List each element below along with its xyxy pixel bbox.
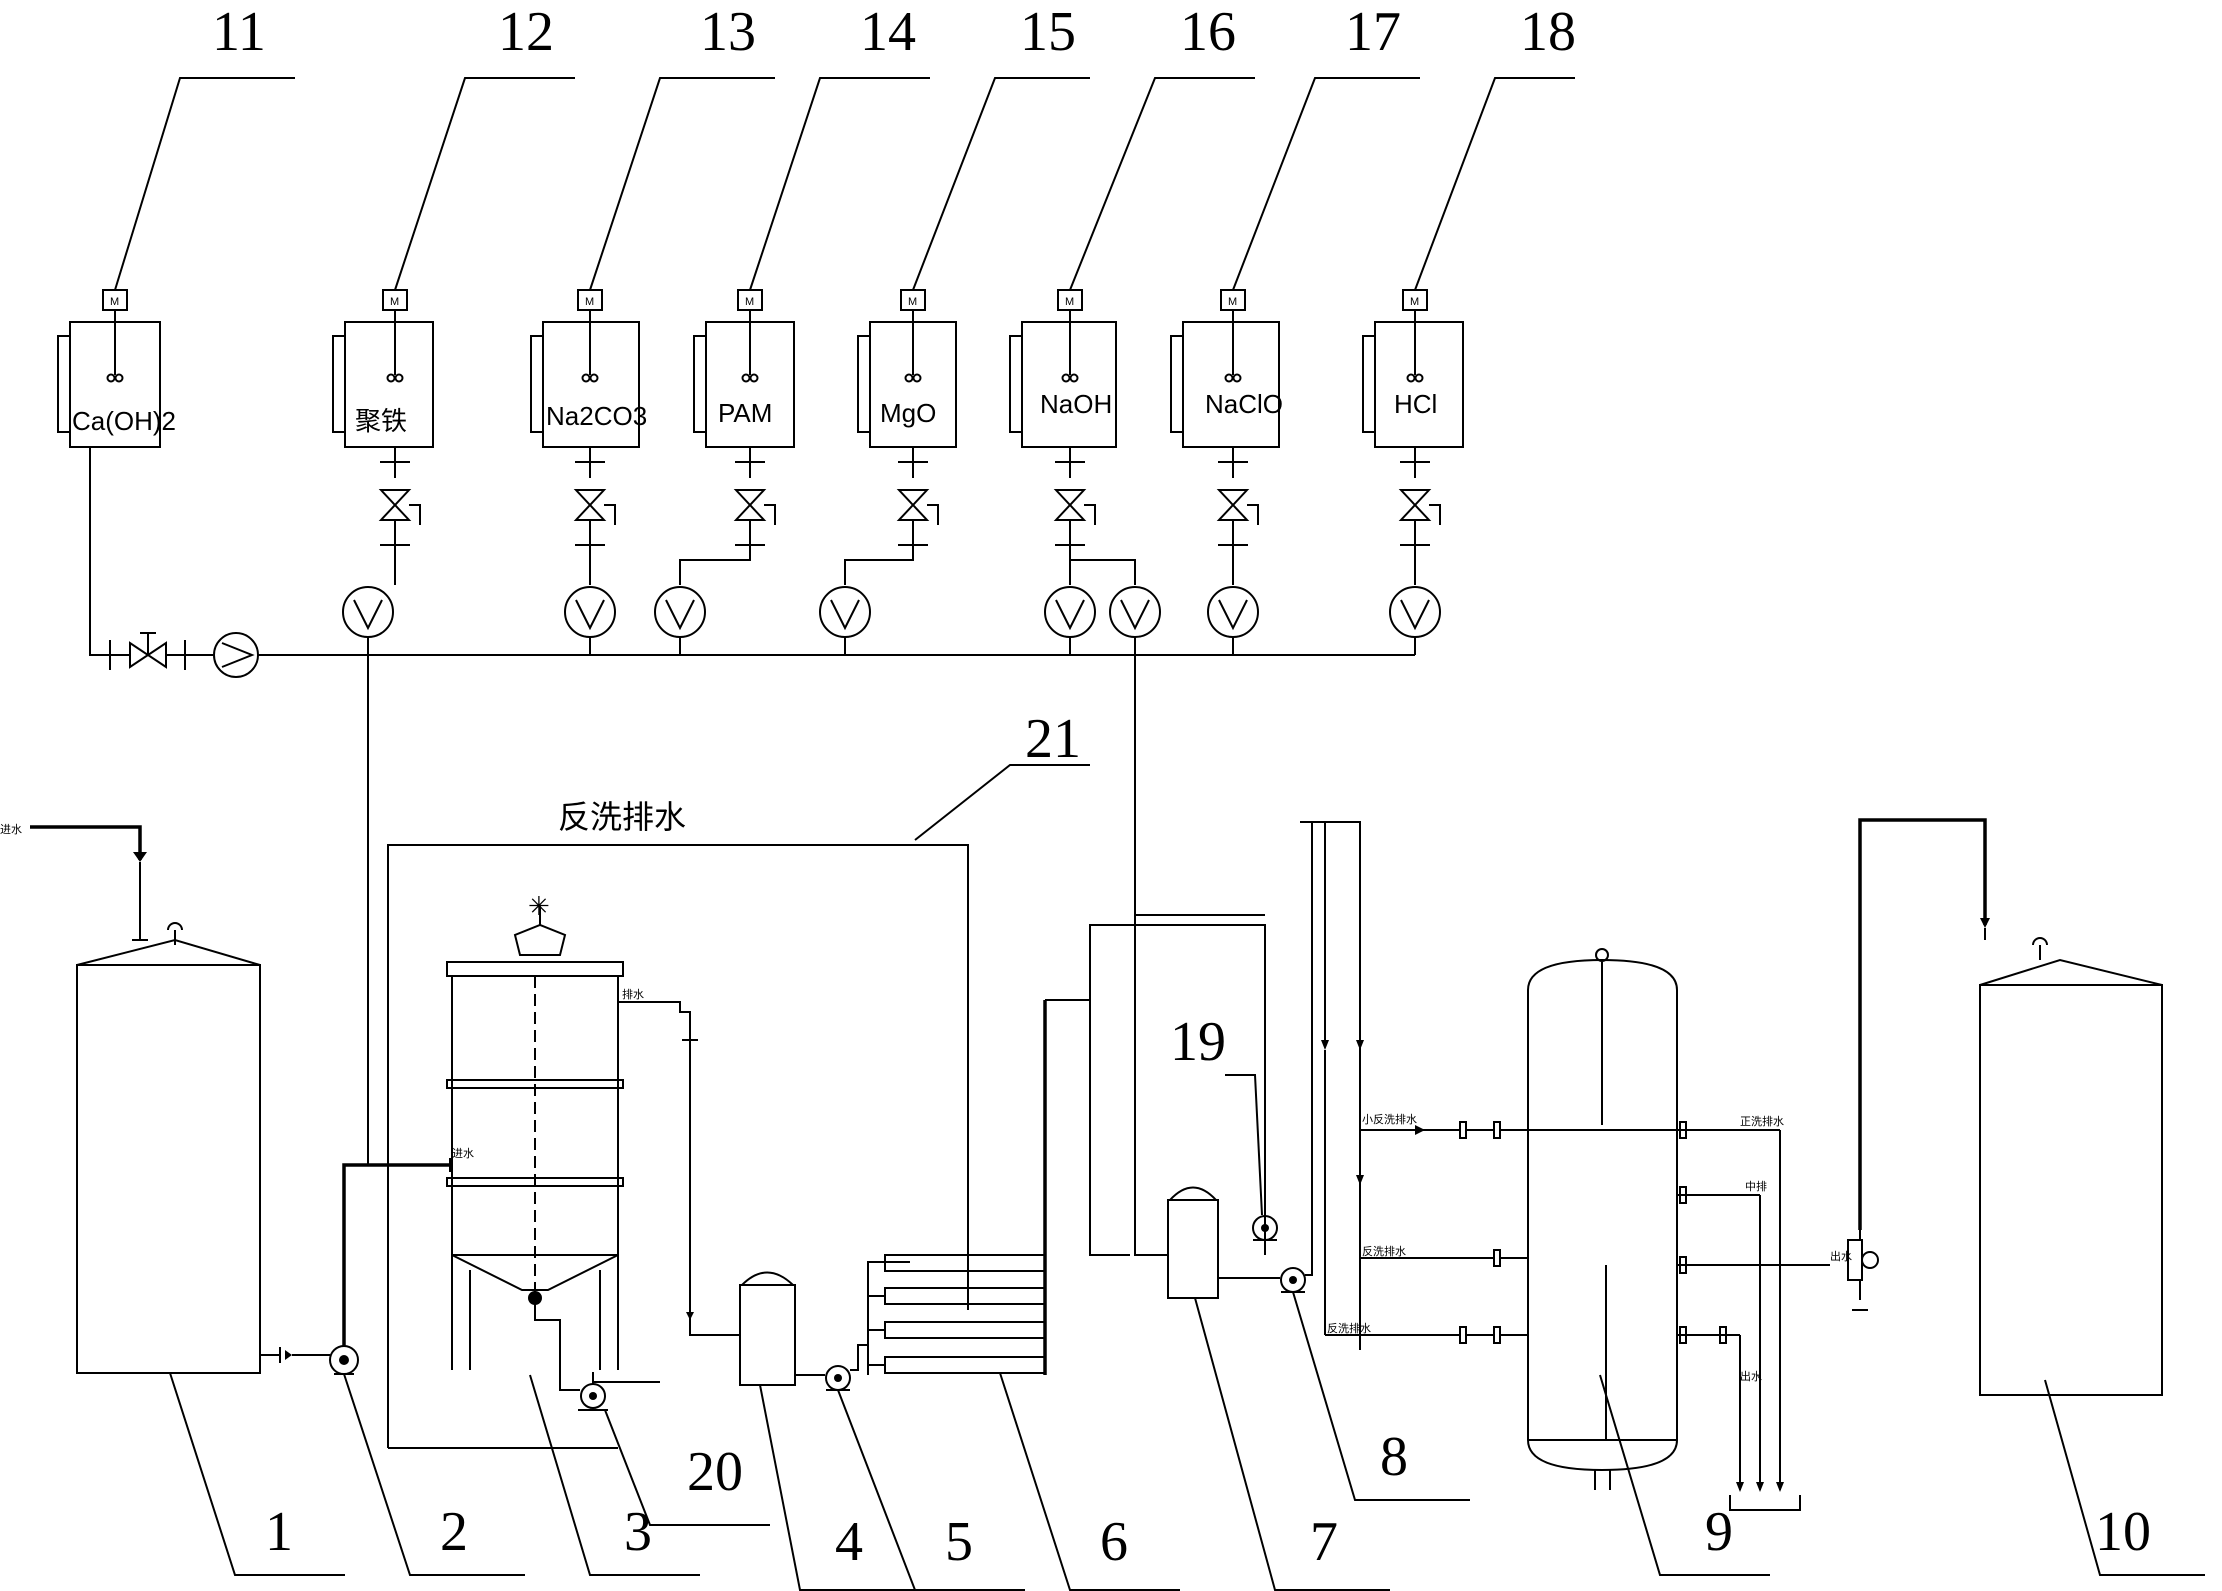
ion-exchange-vessel-9: 小反洗排水 反洗排水 反洗排水 正洗排水 中排 出水: [1300, 821, 1830, 1511]
pipe-tag: 出水: [1740, 1369, 1762, 1383]
svg-text:M: M: [110, 296, 119, 308]
svg-text:M: M: [390, 296, 399, 308]
tank-label: PAM: [718, 398, 772, 428]
dosing-tank-12: M 聚铁: [332, 289, 434, 448]
membrane-rack-6: [867, 924, 1266, 1375]
tank-label: NaOH: [1040, 389, 1112, 419]
callout-2: 2: [440, 1501, 468, 1563]
callout-7: 7: [1310, 1511, 1338, 1573]
dosing-tank-14: M PAM: [693, 289, 795, 448]
callout-12: 12: [498, 1, 554, 63]
metering-pumps: [342, 586, 1441, 638]
outlet-valves: [378, 447, 1441, 585]
callout-19: 19: [1170, 1011, 1226, 1073]
callout-18: 18: [1520, 1, 1576, 63]
svg-text:M: M: [745, 296, 754, 308]
svg-text:M: M: [1410, 296, 1419, 308]
tank-10: 出水: [1830, 818, 2163, 1396]
svg-text:M: M: [908, 296, 917, 308]
raw-water-tank-1: 进水: [0, 823, 330, 1374]
pipe-tag: 进水: [452, 1147, 474, 1160]
callout-3: 3: [624, 1501, 652, 1563]
callout-8: 8: [1380, 1426, 1408, 1488]
callout-13: 13: [700, 1, 756, 63]
dosing-tank-17: M NaClO: [1170, 289, 1283, 448]
backwash-drain-line: 21 反洗排水: [387, 708, 1090, 1310]
bottom-leaders: [169, 1074, 2205, 1591]
pipe-tag: 正洗排水: [1740, 1114, 1784, 1128]
tank-label: NaClO: [1205, 389, 1283, 419]
callout-16: 16: [1180, 1, 1236, 63]
callout-14: 14: [860, 1, 916, 63]
pipe-tag: 反洗排水: [1327, 1321, 1371, 1335]
svg-text:M: M: [1228, 296, 1237, 308]
pipe-tag: 小反洗排水: [1362, 1112, 1417, 1126]
top-leaders: [114, 77, 1575, 291]
tank-label: HCl: [1394, 389, 1437, 419]
pipe-tag: 排水: [622, 987, 644, 1001]
tank-7: [1134, 914, 1265, 1299]
dosing-tank-11: M Ca(OH)2: [57, 289, 176, 448]
pipe-tag: 反洗排水: [1362, 1244, 1406, 1258]
tank-label: Ca(OH)2: [72, 406, 176, 436]
callout-21: 21: [1025, 708, 1081, 770]
pipe-tag: 出水: [1830, 1249, 1852, 1263]
pump-icon: [213, 632, 259, 678]
backwash-drain-title: 反洗排水: [558, 799, 686, 835]
pump-19: [1252, 1215, 1278, 1241]
inlet-label: 进水: [0, 823, 22, 836]
dosing-tanks: M Ca(OH)2 M 聚铁 M Na2CO3: [57, 289, 1464, 448]
callout-17: 17: [1345, 1, 1401, 63]
tank-label: 聚铁: [355, 406, 407, 436]
dosing-tank-18: M HCl: [1362, 289, 1464, 448]
svg-text:M: M: [1065, 296, 1074, 308]
callout-6: 6: [1100, 1511, 1128, 1573]
tank-label: Na2CO3: [546, 401, 647, 431]
pipe-tag: 中排: [1745, 1179, 1767, 1193]
dosing-tank-13: M Na2CO3: [530, 289, 647, 448]
svg-text:M: M: [585, 296, 594, 308]
tank-label: MgO: [880, 398, 936, 428]
dosing-tank-16: M NaOH: [1009, 289, 1117, 448]
feed-pump-2: [329, 1158, 451, 1375]
dosing-tank-15: M MgO: [857, 289, 957, 448]
top-callouts: 11 12 13 14 15 16 17 18: [212, 1, 1576, 63]
callout-20: 20: [687, 1441, 743, 1503]
filter-4: [689, 1271, 825, 1386]
callout-5: 5: [945, 1511, 973, 1573]
callout-9: 9: [1705, 1501, 1733, 1563]
dosing-network: [89, 447, 1441, 1165]
bottom-callouts: 1 2 3 20 4 5 6 7 8 19 9 10: [265, 1011, 2151, 1573]
callout-4: 4: [835, 1511, 863, 1573]
svg-text:✳: ✳: [528, 891, 550, 921]
callout-10: 10: [2095, 1501, 2151, 1563]
reactor-3: ✳ 进水 排水: [387, 891, 698, 1449]
callout-1: 1: [265, 1501, 293, 1563]
callout-11: 11: [212, 1, 266, 63]
callout-15: 15: [1020, 1, 1076, 63]
